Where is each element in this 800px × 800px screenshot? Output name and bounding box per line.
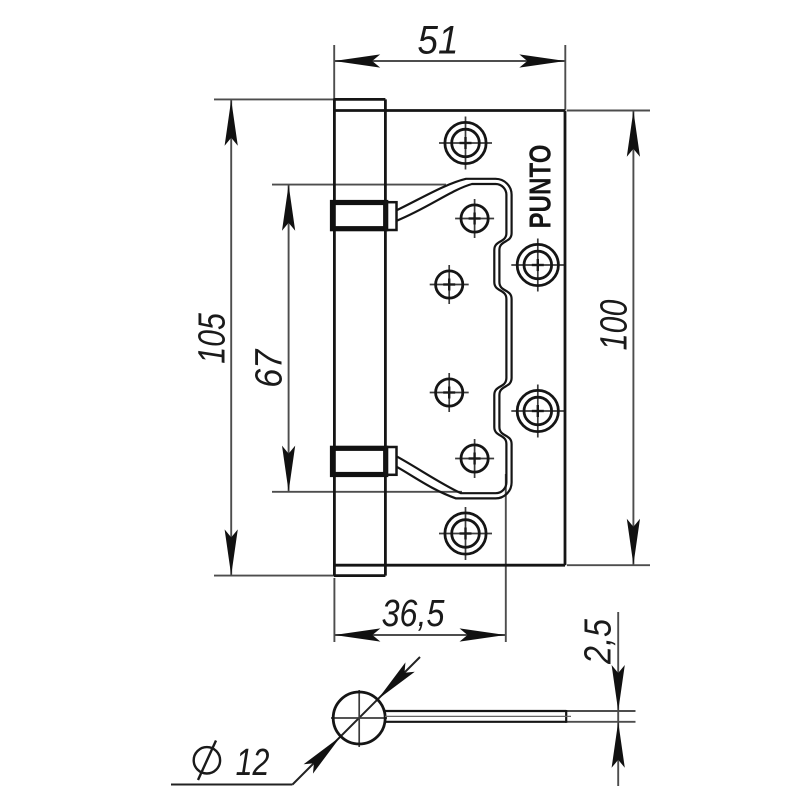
svg-text:36,5: 36,5 [382,593,445,635]
svg-text:2,5: 2,5 [577,619,619,665]
svg-text:100: 100 [593,300,635,351]
svg-text:105: 105 [191,312,233,363]
svg-text:PUNTO: PUNTO [523,144,558,228]
svg-text:67: 67 [247,348,290,388]
svg-text:51: 51 [418,18,459,63]
svg-text:12: 12 [236,742,270,784]
